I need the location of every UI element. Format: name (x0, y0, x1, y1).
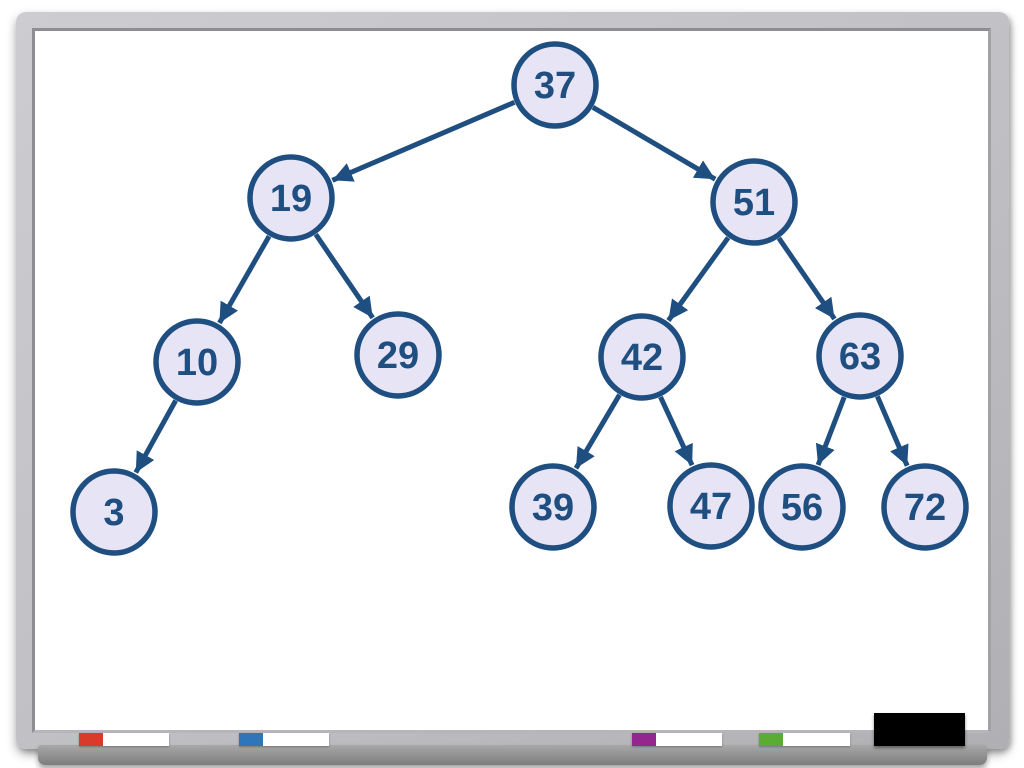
marker-tray (38, 745, 987, 765)
whiteboard-surface (32, 28, 991, 733)
